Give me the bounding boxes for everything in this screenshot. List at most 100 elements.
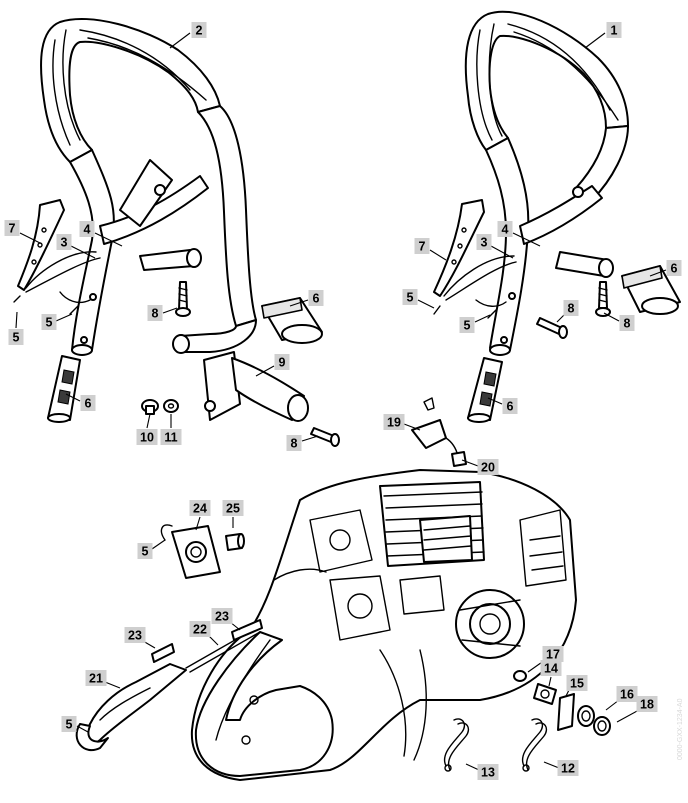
callout-number: 18 — [640, 698, 654, 712]
callout-number: 1 — [611, 24, 618, 38]
callout-number: 23 — [128, 629, 142, 643]
handlebar-left — [40, 18, 257, 356]
callout-8: 8 — [147, 305, 178, 321]
callout-4: 4 — [79, 221, 123, 247]
part-14 — [533, 683, 557, 705]
callout-number: 3 — [481, 236, 488, 250]
cable-clip-right — [433, 199, 485, 297]
callout-5: 5 — [459, 314, 491, 333]
callout-box — [56, 234, 72, 250]
callout-box — [477, 764, 499, 780]
screw-10 — [141, 399, 159, 415]
callout-number: 6 — [671, 262, 678, 276]
callout-8: 8 — [556, 300, 579, 323]
callout-leader-line — [512, 232, 541, 247]
callout-number: 6 — [85, 397, 92, 411]
callout-box — [8, 329, 24, 345]
callout-number: 5 — [13, 331, 20, 345]
callout-box — [191, 22, 207, 38]
callout-10: 10 — [136, 413, 158, 445]
callout-box — [308, 290, 324, 306]
callout-leader-line — [255, 365, 275, 377]
callout-leader-line — [543, 761, 560, 769]
callout-leader-line — [461, 459, 479, 467]
callout-number: 14 — [544, 662, 558, 676]
callout-number: 7 — [9, 222, 16, 236]
callout-4: 4 — [497, 221, 541, 247]
callout-leader-line — [94, 232, 123, 247]
callout-box — [147, 305, 163, 321]
callout-box — [497, 221, 513, 237]
callout-box — [189, 500, 211, 516]
part-15 — [557, 693, 575, 731]
callout-leader-line — [65, 393, 81, 402]
callout-leader-line — [55, 313, 73, 322]
callout-box — [502, 398, 518, 414]
callout-number: 24 — [193, 502, 207, 516]
pin-25 — [225, 533, 245, 551]
wiring-left — [13, 251, 101, 315]
callout-number: 12 — [561, 762, 575, 776]
callout-number: 7 — [419, 240, 426, 254]
screw-right-2 — [595, 281, 611, 317]
callout-number: 5 — [66, 718, 73, 732]
damper-left-top — [261, 297, 323, 344]
callout-box — [477, 459, 499, 475]
callout-box — [402, 289, 418, 305]
callout-leader-line — [301, 435, 319, 442]
callout-number: 8 — [624, 317, 631, 331]
callout-leader-line — [403, 423, 421, 431]
callout-6: 6 — [649, 260, 682, 277]
callout-23: 23 — [124, 627, 156, 649]
callout-box — [476, 234, 492, 250]
callout-box — [459, 317, 475, 333]
callout-number: 8 — [152, 307, 159, 321]
callout-leader-line — [76, 725, 89, 733]
callout-22: 22 — [189, 621, 219, 646]
part-17 — [513, 670, 527, 682]
callout-23: 23 — [211, 608, 241, 631]
callout-3: 3 — [56, 234, 96, 259]
callout-leader-line — [465, 763, 480, 771]
damper-left-bottom — [47, 355, 81, 423]
callout-number: 25 — [226, 502, 240, 516]
callout-25: 25 — [222, 500, 244, 528]
callout-number: 9 — [279, 356, 286, 370]
callout-box — [542, 646, 564, 662]
connector-20 — [451, 451, 467, 467]
sleeve-23b — [151, 643, 175, 663]
callout-2: 2 — [169, 22, 207, 49]
callout-box — [606, 22, 622, 38]
callout-number: 5 — [142, 545, 149, 559]
callout-box — [211, 608, 233, 624]
callout-number: 11 — [164, 431, 177, 445]
callout-5: 5 — [8, 311, 24, 345]
callout-8: 8 — [603, 312, 635, 331]
callout-box — [189, 621, 211, 637]
callout-leader-line — [169, 32, 191, 49]
callout-9: 9 — [255, 354, 290, 377]
callout-number: 10 — [140, 431, 154, 445]
callout-leader-line — [603, 312, 620, 322]
callout-box — [61, 716, 77, 732]
callout-7: 7 — [414, 238, 447, 261]
callout-number: 8 — [291, 437, 298, 451]
callout-leader-line — [490, 245, 514, 259]
callout-leader-line — [417, 299, 435, 309]
callout-5: 5 — [41, 313, 73, 330]
ring-16 — [577, 705, 595, 727]
callout-5: 5 — [402, 289, 435, 309]
callout-box — [563, 300, 579, 316]
callout-number: 23 — [215, 610, 229, 624]
callout-box — [540, 660, 562, 676]
callout-number: 6 — [313, 292, 320, 306]
callout-number: 8 — [568, 302, 575, 316]
callout-number: 17 — [546, 648, 560, 662]
callout-leader-line — [474, 314, 491, 323]
callout-box — [636, 696, 658, 712]
spring-12 — [521, 718, 548, 772]
wiring-right — [433, 255, 517, 319]
callout-14: 14 — [540, 660, 562, 687]
